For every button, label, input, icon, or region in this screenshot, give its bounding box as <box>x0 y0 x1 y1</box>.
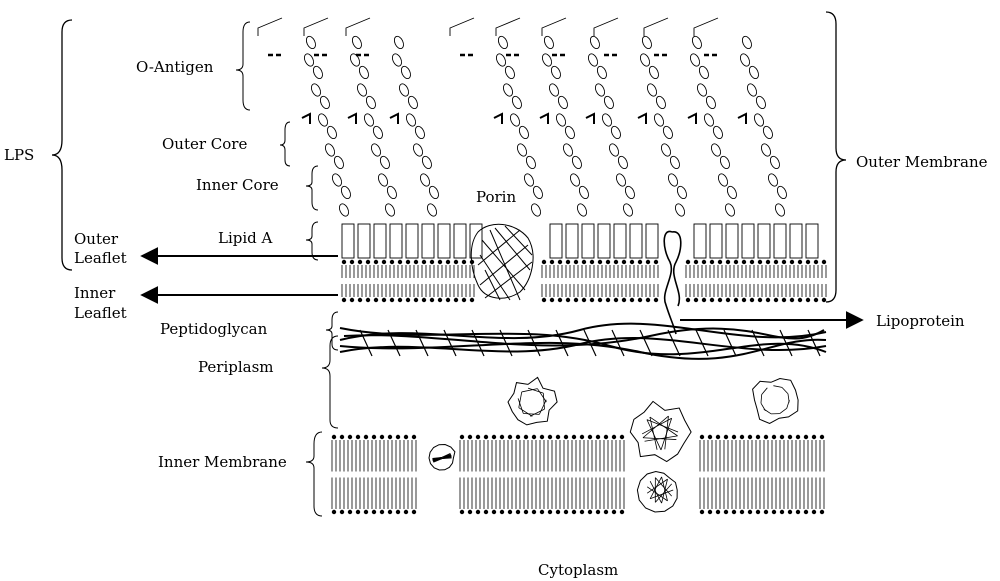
label-inner-leaflet-line2: Leaflet <box>74 304 127 322</box>
outer-core-brace <box>280 122 290 166</box>
label-inner-membrane: Inner Membrane <box>158 453 287 471</box>
label-cytoplasm: Cytoplasm <box>538 561 618 579</box>
label-peptidoglycan: Peptidoglycan <box>160 320 268 338</box>
lps-chains <box>258 18 788 218</box>
o-antigen-brace <box>236 22 250 110</box>
label-inner-core: Inner Core <box>196 176 279 194</box>
label-outer-core: Outer Core <box>162 135 247 153</box>
inner-membrane-bilayer <box>332 435 824 514</box>
label-outer-leaflet-line1: Outer <box>74 230 119 248</box>
porin-protein <box>471 224 533 300</box>
label-outer-leaflet-line2: Leaflet <box>74 249 127 267</box>
inner-membrane-brace <box>306 432 322 516</box>
label-lps: LPS <box>4 146 34 164</box>
lps-brace <box>52 20 72 270</box>
peptidoglycan-mesh <box>340 324 826 359</box>
outer-membrane-brace <box>826 12 846 302</box>
inner-core-brace <box>306 166 318 210</box>
label-periplasm: Periplasm <box>198 358 274 376</box>
label-o-antigen: O-Antigen <box>136 58 214 76</box>
lipid-a-brace <box>306 222 318 260</box>
lipoprotein-anchor <box>664 231 681 334</box>
label-outer-membrane: Outer Membrane <box>856 153 988 171</box>
outer-membrane-bilayer <box>342 224 826 302</box>
label-lipoprotein: Lipoprotein <box>876 312 965 330</box>
label-inner-leaflet-line1: Inner <box>74 284 116 302</box>
peptidoglycan-brace <box>326 312 338 350</box>
label-lipid-a: Lipid A <box>218 229 273 247</box>
label-porin: Porin <box>476 188 516 206</box>
